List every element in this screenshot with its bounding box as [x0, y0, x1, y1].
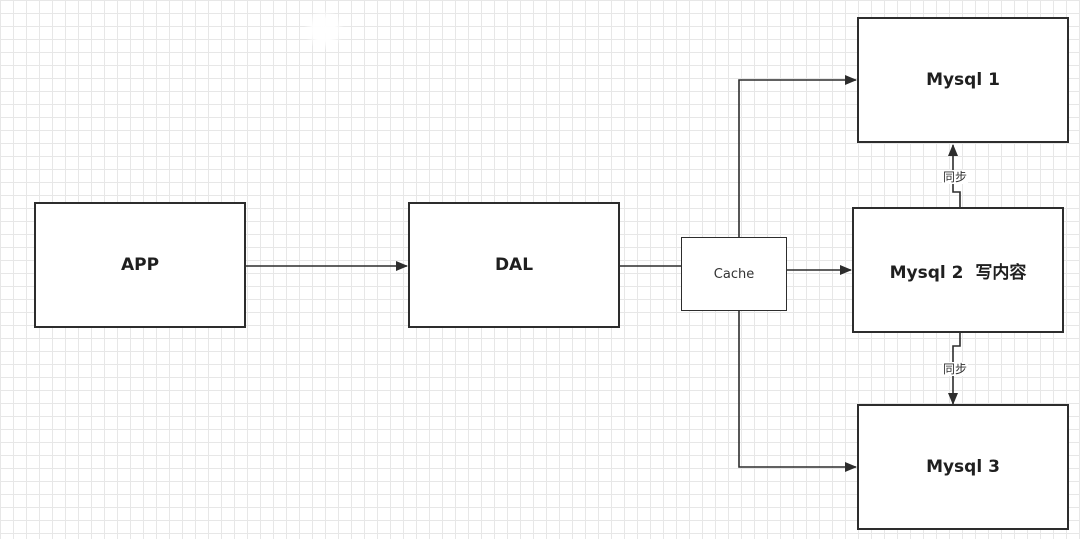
node-dal: DAL [408, 202, 620, 328]
node-mysql3: Mysql 3 [857, 404, 1069, 530]
edge-sync-mysql2-to-mysql1 [948, 144, 961, 208]
node-mysql1: Mysql 1 [857, 17, 1069, 143]
node-cache: Cache [681, 237, 787, 311]
edge-cache-to-mysql3 [738, 311, 857, 472]
edge-label-sync-up: 同步 [942, 170, 969, 184]
node-mysql2: Mysql 2 写内容 [852, 207, 1064, 333]
edge-cache-to-mysql1 [738, 75, 857, 238]
edge-label-sync-down: 同步 [942, 362, 969, 376]
node-app: APP [34, 202, 246, 328]
